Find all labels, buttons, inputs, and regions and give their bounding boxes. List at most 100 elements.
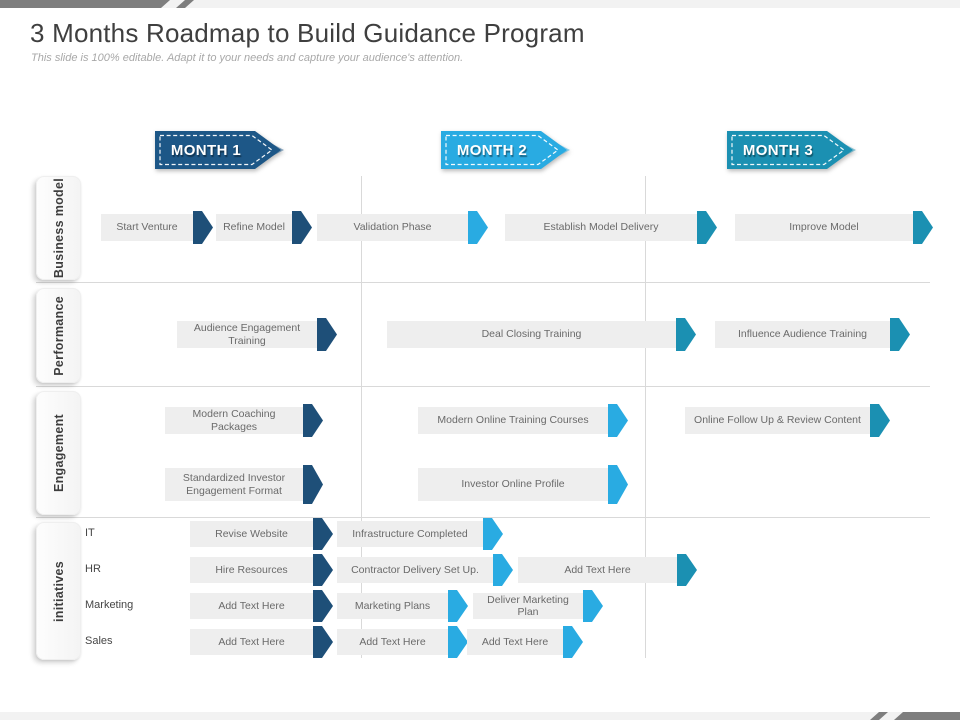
month-divider-line: [645, 176, 646, 658]
track-label-it: IT: [85, 527, 95, 539]
month-1-label: MONTH 1: [170, 141, 242, 159]
chevron-right-icon: [448, 626, 468, 658]
bar-label: Add Text Here: [218, 635, 285, 648]
month-1-banner: MONTH 1: [155, 131, 285, 169]
month-2-banner: MONTH 2: [441, 131, 571, 169]
section-tab-engagement: Engagement: [36, 391, 81, 515]
section-tab-performance: Performance: [36, 288, 81, 383]
bar-label: Online Follow Up & Review Content: [694, 414, 861, 427]
chevron-right-icon: [313, 518, 333, 550]
chevron-right-icon: [677, 554, 697, 586]
bar-label: Marketing Plans: [354, 599, 431, 612]
arrow-banner-shape: [727, 131, 856, 169]
bar-label: Modern Coaching Packages: [192, 408, 276, 433]
bar-online-follow-up-review-content: Online Follow Up & Review Content: [685, 404, 890, 437]
bar-label: Add Text Here: [481, 635, 549, 648]
section-label: initiatives: [51, 560, 66, 622]
section-divider-line: [36, 517, 930, 518]
bar-label: Infrastructure Completed: [352, 527, 468, 540]
bar-sales-add-text-here-1: Add Text Here: [190, 626, 333, 658]
month-3-label: MONTH 3: [742, 141, 814, 159]
bar-label: Refine Model: [223, 221, 285, 234]
bar-modern-online-training-courses: Modern Online Training Courses: [418, 404, 628, 437]
page-subtitle: This slide is 100% editable. Adapt it to…: [31, 52, 464, 64]
chevron-right-icon: [608, 404, 628, 437]
track-label-marketing: Marketing: [85, 599, 134, 611]
chevron-right-icon: [493, 554, 513, 586]
chevron-right-icon: [468, 211, 488, 244]
bar-hr-add-text-here: Add Text Here: [518, 554, 697, 586]
bar-validation-phase: Validation Phase: [317, 211, 488, 244]
bar-establish-model-delivery: Establish Model Delivery: [505, 211, 717, 244]
chevron-right-icon: [303, 465, 323, 504]
section-label: Engagement: [51, 413, 66, 492]
chevron-right-icon: [676, 318, 696, 351]
top-accent-chip: [176, 0, 194, 8]
bar-label: Validation Phase: [353, 221, 432, 234]
bar-label: Add Text Here: [359, 635, 426, 648]
chevron-right-icon: [313, 590, 333, 622]
bar-improve-model: Improve Model: [735, 211, 933, 244]
chevron-right-icon: [890, 318, 910, 351]
bar-label: Audience Engagement Training: [193, 322, 301, 347]
chevron-right-icon: [913, 211, 933, 244]
bar-contractor-delivery-set-up: Contractor Delivery Set Up.: [337, 554, 513, 586]
chevron-right-icon: [193, 211, 213, 244]
section-divider-line: [36, 282, 930, 283]
bar-influence-audience-training: Influence Audience Training: [715, 318, 910, 351]
chevron-right-icon: [870, 404, 890, 437]
bar-marketing-plans: Marketing Plans: [337, 590, 468, 622]
bar-label: Standardized Investor Engagement Format: [182, 472, 286, 497]
chevron-right-icon: [608, 465, 628, 504]
bar-start-venture: Start Venture: [101, 211, 213, 244]
bar-revise-website: Revise Website: [190, 518, 333, 550]
bar-label: Revise Website: [215, 527, 288, 540]
top-accent-strip: [0, 0, 960, 8]
bar-investor-online-profile: Investor Online Profile: [418, 465, 628, 504]
chevron-right-icon: [313, 554, 333, 586]
month-2-label: MONTH 2: [456, 141, 528, 159]
chevron-right-icon: [583, 590, 603, 622]
section-tab-business-model: Business model: [36, 176, 81, 280]
track-label-sales: Sales: [85, 635, 113, 647]
bar-label: Hire Resources: [215, 563, 288, 576]
chevron-right-icon: [292, 211, 312, 244]
arrow-banner-shape: [155, 131, 284, 169]
bar-modern-coaching-packages: Modern Coaching Packages: [165, 404, 323, 437]
bar-label: Add Text Here: [218, 599, 285, 612]
bar-standardized-investor-engagement-format: Standardized Investor Engagement Format: [165, 465, 323, 504]
bar-label: Deal Closing Training: [481, 328, 582, 341]
month-divider-line: [361, 176, 362, 658]
month-3-banner: MONTH 3: [727, 131, 857, 169]
chevron-right-icon: [697, 211, 717, 244]
bar-label: Start Venture: [116, 221, 178, 234]
bar-audience-engagement-training: Audience Engagement Training: [177, 318, 337, 351]
section-divider-line: [36, 386, 930, 387]
bar-label: Contractor Delivery Set Up.: [351, 563, 479, 576]
bar-marketing-add-text-here: Add Text Here: [190, 590, 333, 622]
bar-deal-closing-training: Deal Closing Training: [387, 318, 696, 351]
arrow-banner-shape: [441, 131, 570, 169]
bar-label: Investor Online Profile: [461, 478, 565, 491]
section-tab-initiatives: initiatives: [36, 522, 81, 660]
chevron-right-icon: [563, 626, 583, 658]
bar-label: Influence Audience Training: [737, 328, 867, 341]
bar-label: Deliver Marketing Plan: [487, 593, 569, 619]
bar-deliver-marketing-plan: Deliver Marketing Plan: [473, 590, 603, 622]
chevron-right-icon: [313, 626, 333, 658]
bottom-accent-bar: [894, 712, 960, 720]
bottom-accent-chip: [870, 712, 888, 720]
chevron-right-icon: [303, 404, 323, 437]
bar-infrastructure-completed: Infrastructure Completed: [337, 518, 503, 550]
bar-label: Establish Model Delivery: [543, 221, 659, 234]
chevron-right-icon: [448, 590, 468, 622]
bar-sales-add-text-here-2: Add Text Here: [337, 626, 468, 658]
section-label: Business model: [51, 177, 66, 279]
bar-label: Add Text Here: [564, 563, 631, 576]
page-title: 3 Months Roadmap to Build Guidance Progr…: [30, 18, 585, 48]
bar-sales-add-text-here-3: Add Text Here: [467, 626, 583, 658]
chevron-right-icon: [317, 318, 337, 351]
section-label: Performance: [51, 295, 66, 376]
bottom-accent-strip: [0, 712, 960, 720]
